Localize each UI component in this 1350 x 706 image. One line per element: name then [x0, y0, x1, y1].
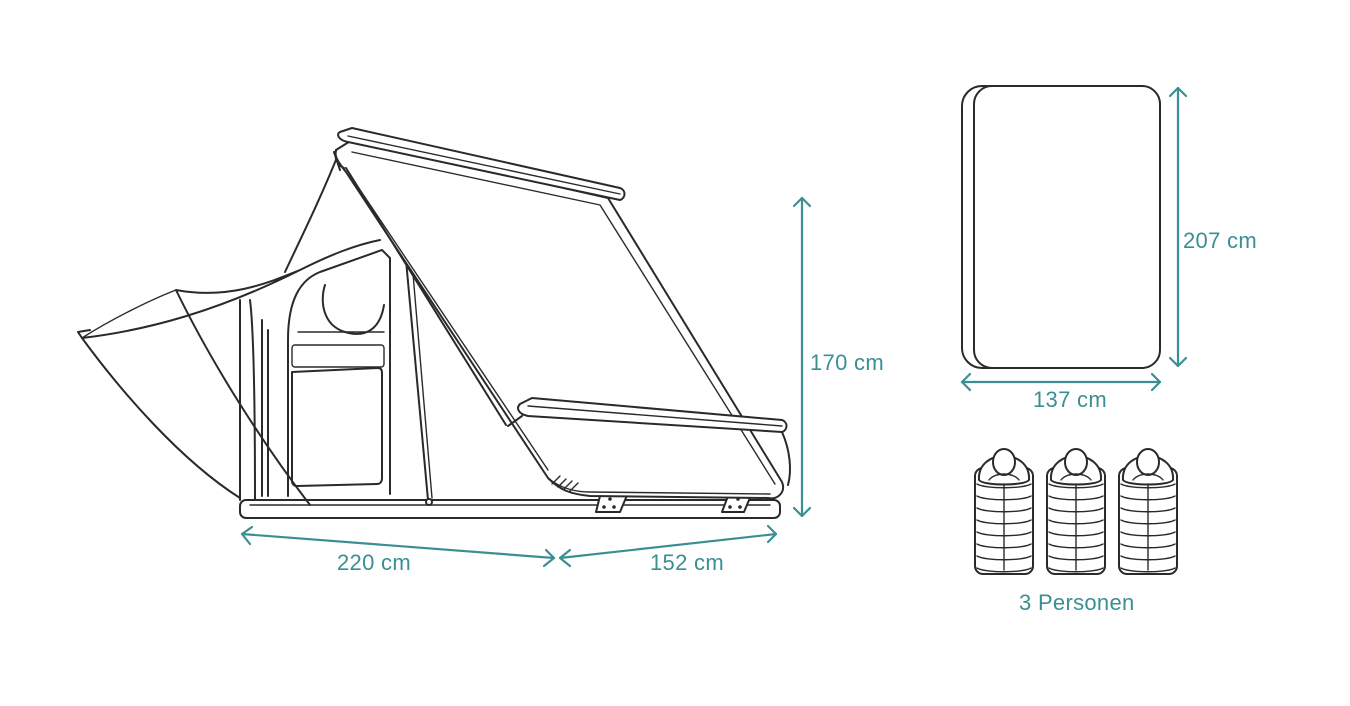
label-capacity: 3 Personen [1019, 590, 1135, 615]
dimension-152 [558, 524, 778, 568]
dimension-220 [240, 525, 556, 568]
mounting-bracket-left [595, 492, 629, 513]
persons-icons [974, 448, 1178, 575]
sleeping-bag-icon [974, 448, 1034, 575]
label-mattress-length: 207 cm [1183, 228, 1257, 253]
gas-strut [405, 259, 429, 501]
tent-side-fabric [284, 149, 341, 273]
dimension-207 [1168, 86, 1188, 368]
tent-body-frame [239, 299, 269, 501]
mattress-illustration [961, 85, 1161, 369]
label-closed-length: 220 cm [337, 550, 411, 575]
tent-awning [77, 239, 381, 506]
dimension-170 [792, 196, 812, 518]
hinge-arm [333, 149, 523, 427]
label-mattress-width: 137 cm [1033, 387, 1107, 412]
label-height: 170 cm [810, 350, 884, 375]
tent-shell-lid [334, 139, 784, 500]
tent-door [287, 249, 391, 497]
dimension-137 [960, 372, 1162, 392]
sleeping-bag-icon [1118, 448, 1178, 575]
sleeping-bag-icon [1046, 448, 1106, 575]
tent-base-plate [239, 499, 781, 519]
rooftop-tent-illustration [77, 127, 791, 519]
label-extension-length: 152 cm [650, 550, 724, 575]
